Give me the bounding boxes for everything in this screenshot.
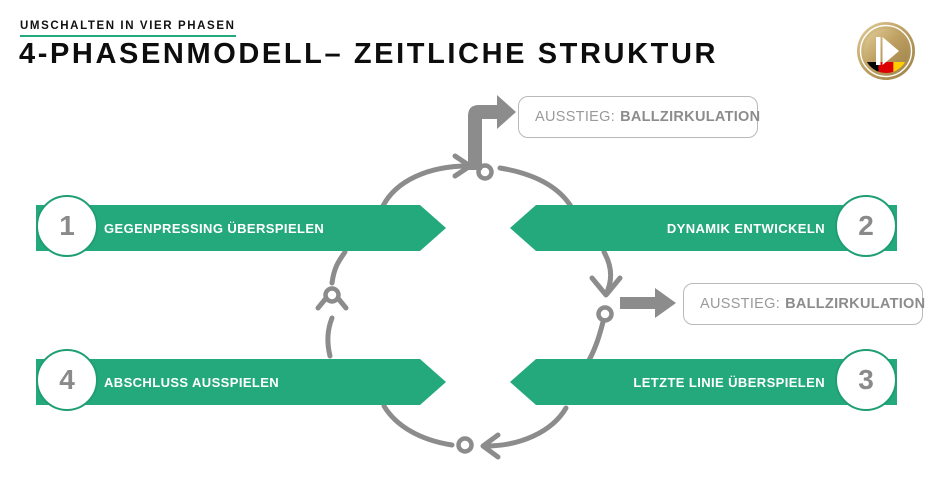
exit-arrow-top xyxy=(468,95,516,170)
exit-arrow-right xyxy=(620,288,676,318)
phase-number-2: 2 xyxy=(835,195,897,257)
arrowhead-bottom-left xyxy=(480,432,501,460)
phase-bar-2-shape: DYNAMIK ENTWICKELN xyxy=(510,205,897,251)
ausstieg-callout-right-prefix: AUSSTIEG: xyxy=(700,296,781,312)
phase-bar-3-shape: LETZTE LINIE ÜBERSPIELEN xyxy=(510,359,897,405)
arc-phase3-to-bottom xyxy=(483,405,569,449)
flow-node-bottom xyxy=(456,436,474,454)
dfb-badge-logo xyxy=(856,21,916,81)
ausstieg-callout-top: AUSSTIEG: BALLZIRKULATION xyxy=(518,96,761,138)
flow-node-top xyxy=(476,163,494,181)
dfb-badge-icon xyxy=(857,22,915,80)
arrowhead-left-up xyxy=(315,288,349,311)
arc-leftnode-to-phase1 xyxy=(329,249,348,286)
phase-bar-3-label: LETZTE LINIE ÜBERSPIELEN xyxy=(633,374,825,390)
flow-node-left xyxy=(323,286,341,304)
ausstieg-callout-right-value: BALLZIRKULATION xyxy=(785,296,926,312)
flow-node-right xyxy=(596,305,614,323)
arrowhead-right-down xyxy=(589,275,623,298)
page-title: 4-PHASENMODELL– ZEITLICHE STRUKTUR xyxy=(19,38,719,70)
ausstieg-callout-top-value: BALLZIRKULATION xyxy=(620,109,761,125)
arc-phase2-to-rightnode xyxy=(601,249,614,297)
phase-bar-3[interactable]: LETZTE LINIE ÜBERSPIELEN 3 xyxy=(510,349,897,411)
arc-phase4-to-leftnode xyxy=(325,315,335,359)
phase-number-4: 4 xyxy=(36,349,98,411)
eyebrow-label: UMSCHALTEN IN VIER PHASEN xyxy=(20,20,236,37)
phase-bar-1-shape: GEGENPRESSING ÜBERSPIELEN xyxy=(36,205,446,251)
arc-bottom-to-phase4 xyxy=(381,403,455,448)
phase-bar-1[interactable]: GEGENPRESSING ÜBERSPIELEN 1 xyxy=(36,195,446,257)
phase-bar-2[interactable]: DYNAMIK ENTWICKELN 2 xyxy=(510,195,897,257)
ausstieg-callout-top-prefix: AUSSTIEG: xyxy=(535,109,616,125)
phase-bar-1-label: GEGENPRESSING ÜBERSPIELEN xyxy=(104,220,325,236)
phase-number-3: 3 xyxy=(835,349,897,411)
arrowhead-top-left xyxy=(452,153,473,179)
arc-rightnode-to-phase3 xyxy=(585,315,607,365)
phase-bar-2-label: DYNAMIK ENTWICKELN xyxy=(666,220,825,236)
phase-bar-4[interactable]: ABSCHLUSS AUSSPIELEN 4 xyxy=(36,349,446,411)
phase-number-1: 1 xyxy=(36,195,98,257)
phase-bar-4-label: ABSCHLUSS AUSSPIELEN xyxy=(104,374,280,390)
phase-bar-4-shape: ABSCHLUSS AUSSPIELEN xyxy=(36,359,446,405)
ausstieg-callout-right: AUSSTIEG: BALLZIRKULATION xyxy=(683,283,926,325)
arc-top-to-phase2 xyxy=(497,165,575,211)
arc-phase1-to-top xyxy=(379,163,471,211)
